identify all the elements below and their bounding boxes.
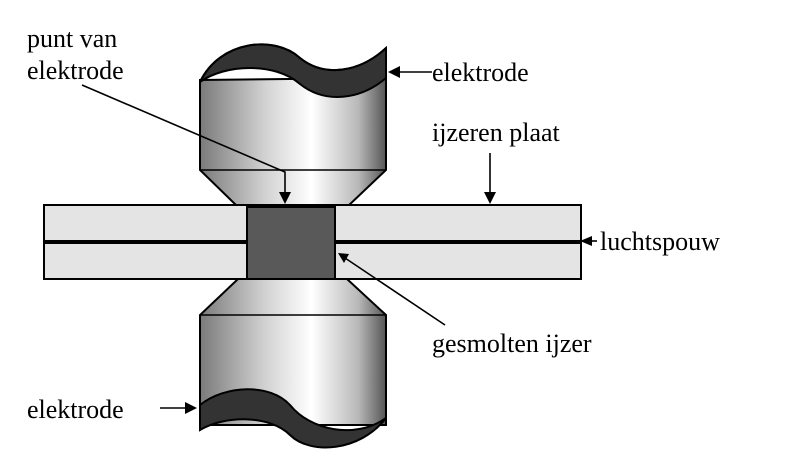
arrow-tip	[279, 192, 291, 204]
label-electrode-tip-line2: elektrode	[27, 56, 124, 85]
label-iron-plate: ijzeren plaat	[432, 118, 561, 147]
label-air-gap: luchtspouw	[600, 227, 720, 256]
arrow-air-gap	[580, 236, 592, 246]
electrode-top	[199, 43, 387, 208]
molten-iron-nugget	[246, 206, 336, 281]
arrow-molten-iron	[338, 253, 349, 263]
label-electrode-top: elektrode	[432, 58, 529, 87]
label-electrode-tip-line1: punt van	[27, 24, 117, 53]
electrode-top-body	[199, 76, 387, 208]
arrow-iron-plate	[484, 192, 496, 204]
electrode-bottom	[199, 278, 387, 449]
leader-lines	[81, 66, 597, 414]
label-electrode-bottom: elektrode	[27, 395, 124, 424]
label-molten-iron: gesmolten ijzer	[432, 329, 592, 358]
electrode-bottom-cut-face	[199, 388, 387, 449]
arrow-electrode-top	[388, 66, 400, 78]
arrow-electrode-bottom	[185, 402, 197, 414]
